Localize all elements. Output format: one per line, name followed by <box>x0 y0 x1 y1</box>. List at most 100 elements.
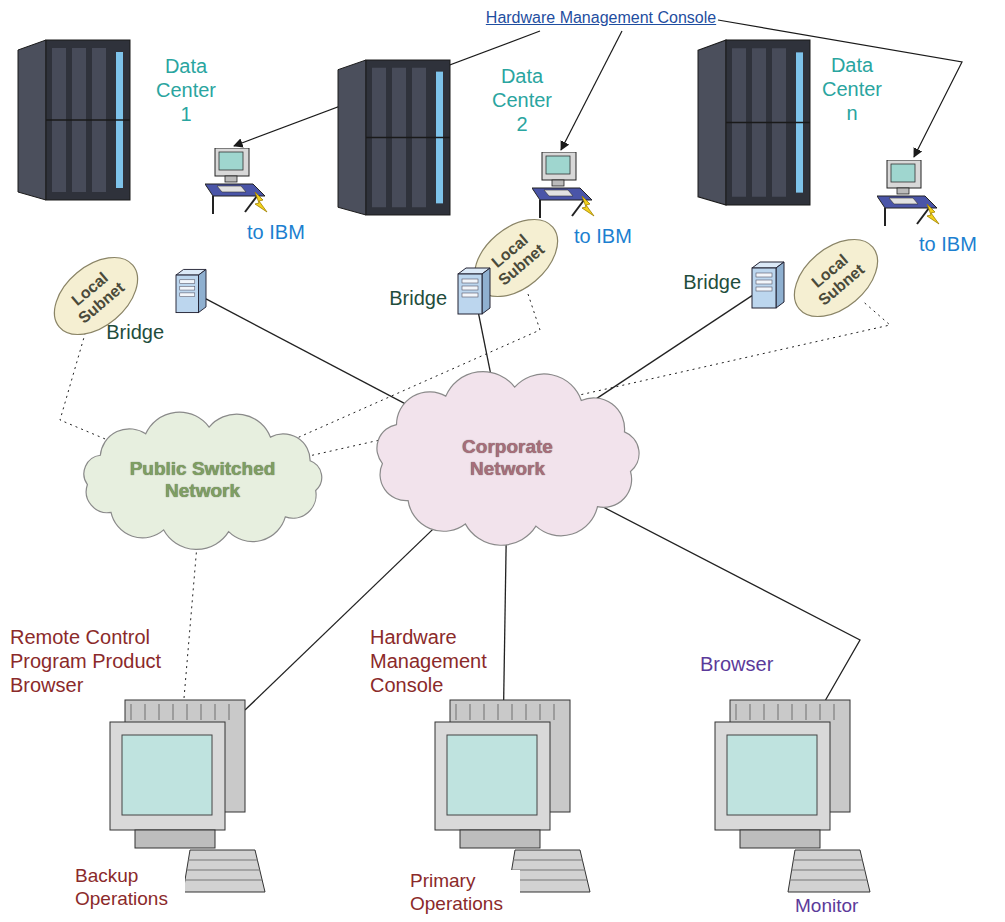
panel-seam <box>46 119 130 121</box>
panel-seam <box>726 122 810 124</box>
node-shape <box>458 268 490 314</box>
server-side <box>776 262 784 308</box>
vent-rib <box>763 704 765 720</box>
monitor-screen <box>122 735 212 815</box>
cabinet-side <box>338 60 366 215</box>
subnet-ellipse <box>460 204 572 312</box>
monitor-screen <box>727 735 817 815</box>
vent-rib <box>525 704 527 720</box>
callout-title: Hardware Management Console <box>483 8 719 27</box>
link-label: to IBM <box>919 232 989 256</box>
drive-bay <box>756 273 772 277</box>
subnet-ellipse <box>780 224 892 332</box>
hmc-terminal <box>205 148 267 214</box>
cloud-outline <box>377 372 639 546</box>
vent-rib <box>749 704 751 720</box>
workstation: Hardware Management ConsolePrimary Opera… <box>420 700 590 910</box>
cloud-outline <box>84 412 322 549</box>
vent-rib <box>819 704 821 720</box>
node-shape <box>176 268 206 314</box>
key-row <box>188 860 258 861</box>
link-label: to IBM <box>574 224 644 248</box>
site-label: Data Center 1 <box>152 54 220 126</box>
cabinet-front <box>366 60 450 215</box>
vent-rib <box>483 704 485 720</box>
network-cloud: Corporate Network <box>370 375 645 540</box>
node-shape <box>700 700 870 910</box>
data-center-mainframe: Data Center 1 <box>18 40 130 200</box>
station-label: Hardware Management Console <box>370 625 500 697</box>
vent-rib <box>777 704 779 720</box>
vent-rib <box>539 704 541 720</box>
monitor-bezel <box>435 722 550 830</box>
keyboard <box>508 850 590 892</box>
link-label: to IBM <box>247 220 317 244</box>
vent-rib <box>553 704 555 720</box>
node-label: Bridge <box>677 270 741 294</box>
monitor-bezel <box>715 722 830 830</box>
server-side <box>199 269 207 312</box>
vent-rib <box>186 704 188 720</box>
cabinet-side <box>18 40 46 200</box>
station-label: Backup Operations <box>75 865 185 911</box>
key-row <box>792 870 866 871</box>
drive-bay <box>180 280 195 284</box>
node-shape <box>338 60 450 215</box>
drive-bay <box>756 287 772 291</box>
key-row <box>510 880 587 881</box>
vent-rib <box>172 704 174 720</box>
vent-rib <box>805 704 807 720</box>
key-row <box>790 880 867 881</box>
bridge-server: Bridge <box>458 268 490 314</box>
drive-bay <box>462 286 478 290</box>
drive-bay <box>180 286 195 290</box>
dial-link <box>60 332 117 443</box>
bridge-server: Bridge <box>752 262 784 308</box>
station-label: Monitor <box>795 895 885 918</box>
drive-bay <box>756 280 772 284</box>
key-row <box>185 880 262 881</box>
workstation: BrowserMonitor <box>700 700 870 910</box>
server-front <box>176 275 199 313</box>
node-shape <box>18 40 130 200</box>
station-label: Browser <box>700 652 790 676</box>
vent-rib <box>130 704 132 720</box>
monitor-base <box>740 830 820 848</box>
network-link <box>587 296 752 405</box>
monitor-base <box>460 830 540 848</box>
vent-rib <box>791 704 793 720</box>
server-front <box>752 268 776 308</box>
data-center-mainframe: Data Center 2 <box>338 60 450 215</box>
vent-rib <box>158 704 160 720</box>
panel-seam <box>366 137 450 138</box>
server-side <box>482 268 490 314</box>
vent-rib <box>833 704 835 720</box>
network-link <box>206 299 417 410</box>
vent-rib <box>144 704 146 720</box>
node-label: Bridge <box>383 286 447 310</box>
workstation: Remote Control Program Product BrowserBa… <box>95 700 265 910</box>
network-link <box>504 527 507 700</box>
cabinet-front <box>726 40 810 205</box>
node-label: Corporate Network <box>448 436 568 480</box>
hmc-terminal <box>877 160 939 226</box>
monitor-bezel <box>110 722 225 830</box>
network-cloud: Public Switched Network <box>75 415 330 545</box>
network-link <box>598 505 860 700</box>
key-row <box>513 860 583 861</box>
cabinet-side <box>698 40 726 205</box>
bridge-server: Bridge <box>176 268 206 314</box>
node-label: Public Switched Network <box>118 458 288 502</box>
vent-rib <box>228 704 230 720</box>
node-label: Bridge <box>100 320 164 344</box>
vent-rib <box>735 704 737 720</box>
vent-rib <box>469 704 471 720</box>
cabinet-front <box>46 40 130 200</box>
monitor-screen <box>447 735 537 815</box>
vent-rib <box>200 704 202 720</box>
drive-bay <box>462 279 478 283</box>
vent-rib <box>214 704 216 720</box>
key-row <box>187 870 261 871</box>
